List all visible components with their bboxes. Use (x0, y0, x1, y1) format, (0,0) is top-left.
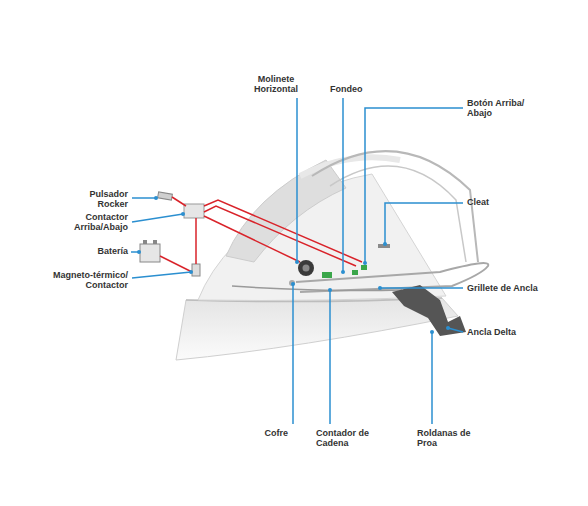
part-label: Molinete Horizontal (248, 74, 304, 94)
part-label: Contactor Arriba/Abajo (50, 212, 128, 232)
part-label: Fondeo (330, 84, 375, 94)
part-label: Contador de Cadena (316, 428, 378, 448)
part-label: Grillete de Ancla (467, 283, 579, 293)
part-label: Batería (70, 246, 128, 256)
part-label: Botón Arriba/ Abajo (467, 98, 535, 118)
part-label: Cleat (467, 197, 527, 207)
part-label: Cofre (238, 428, 288, 438)
part-label: Pulsador Rocker (70, 189, 128, 209)
part-label: Roldanas de Proa (417, 428, 479, 448)
part-label: Ancla Delta (467, 327, 567, 337)
part-label: Magneto-térmico/ Contactor (40, 270, 128, 290)
